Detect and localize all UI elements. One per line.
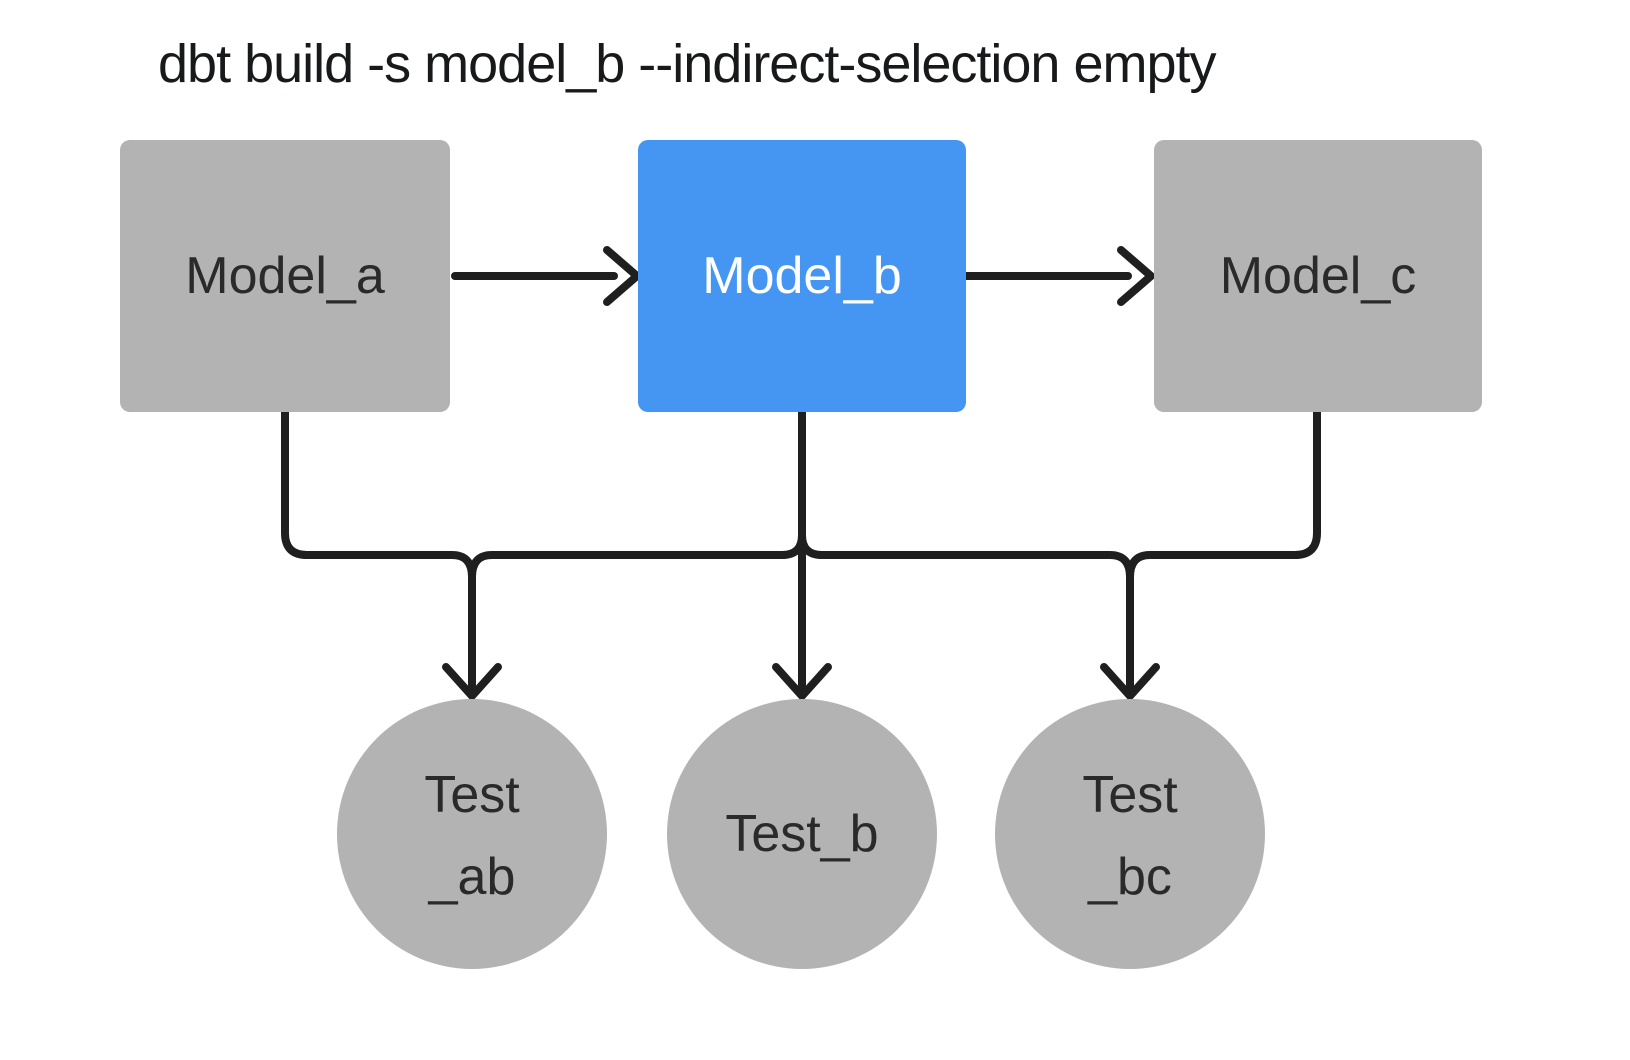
node-model-a-label: Model_a	[185, 247, 385, 305]
edge-line	[1126, 408, 1321, 692]
node-test-b-label: Test_b	[725, 805, 878, 863]
edge-line	[281, 408, 476, 692]
edge-model-a-to-model-b	[451, 246, 641, 306]
edge-line	[798, 408, 1134, 692]
edge-model-b-to-test-bc	[798, 408, 1134, 692]
node-test-bc-label-line1: Test	[1082, 766, 1178, 824]
arrowhead-down-icon	[442, 663, 502, 700]
edge-model-b-to-test-ab	[468, 408, 806, 692]
arrowhead-right-icon	[603, 246, 641, 306]
diagram-title: dbt build -s model_b --indirect-selectio…	[158, 34, 1216, 94]
node-test-b	[667, 699, 937, 969]
arrowhead-down-icon	[1100, 663, 1160, 700]
node-model-c-label: Model_c	[1220, 247, 1417, 305]
node-model-b-selected	[638, 140, 966, 412]
edge-model-a-to-test-ab	[281, 408, 476, 692]
node-test-bc-label-line2: _bc	[1087, 848, 1172, 906]
node-test-bc	[995, 699, 1265, 969]
edge-line	[468, 408, 806, 692]
edge-model-b-to-model-c	[962, 246, 1155, 306]
node-test-ab	[337, 699, 607, 969]
arrowhead-right-icon	[1117, 246, 1155, 306]
node-model-b-label: Model_b	[702, 247, 901, 305]
node-test-ab-label-line1: Test	[424, 766, 520, 824]
node-test-ab-label-line2: _ab	[428, 848, 516, 906]
edge-model-c-to-test-bc	[1126, 408, 1321, 692]
node-model-a	[120, 140, 450, 412]
node-model-c	[1154, 140, 1482, 412]
arrowhead-down-icon	[772, 663, 832, 700]
